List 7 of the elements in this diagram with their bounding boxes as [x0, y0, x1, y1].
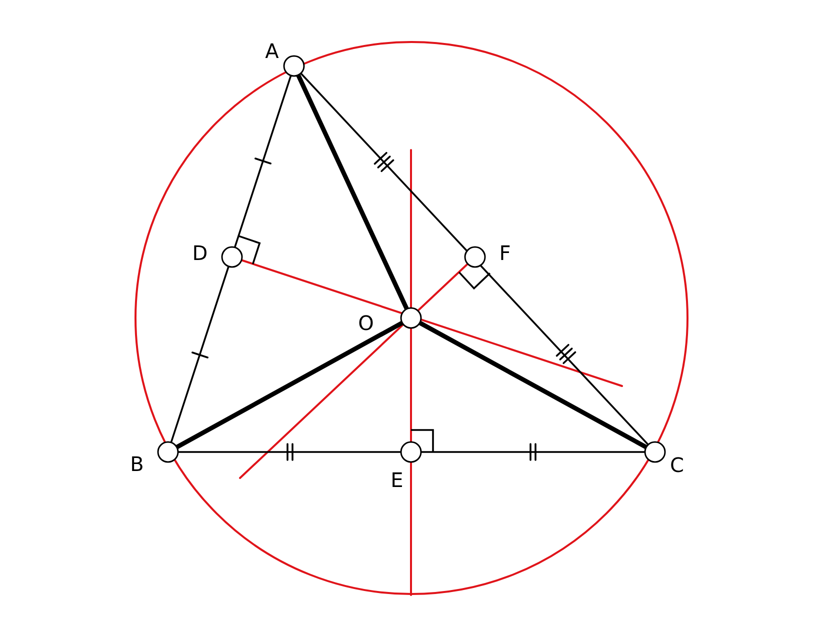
point-label: B: [130, 452, 144, 476]
point-label: D: [192, 241, 208, 265]
point-label: O: [358, 311, 374, 335]
point-label: F: [499, 241, 511, 265]
point-label: E: [390, 468, 404, 492]
point-label: C: [670, 453, 684, 477]
point-label: A: [265, 39, 279, 63]
